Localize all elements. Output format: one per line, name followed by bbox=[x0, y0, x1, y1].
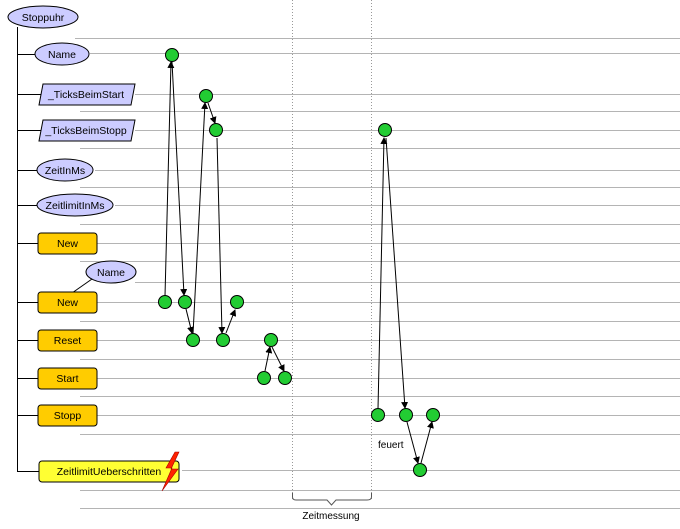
method-stopp[interactable]: Stopp bbox=[37, 404, 98, 427]
method-new-label: New bbox=[57, 238, 78, 250]
arrow bbox=[385, 137, 409, 409]
event-zeitlimit-ueberschritten-label: ZeitlimitUeberschritten bbox=[57, 466, 162, 478]
flow-node bbox=[158, 295, 172, 309]
arrow bbox=[377, 137, 388, 410]
tree-connectors bbox=[17, 27, 93, 472]
arrow bbox=[207, 102, 217, 124]
arrow bbox=[271, 346, 285, 372]
flow-node bbox=[426, 408, 440, 422]
method-new-with-name[interactable]: New bbox=[37, 291, 98, 314]
field-ticks-beim-start-label: _TicksBeimStart bbox=[47, 89, 124, 101]
arrow bbox=[185, 308, 194, 334]
property-zeitlimit-in-ms[interactable]: ZeitlimitInMs bbox=[36, 193, 114, 217]
feuert-label: feuert bbox=[378, 440, 404, 451]
lightning-icon bbox=[161, 451, 180, 492]
flow-node bbox=[209, 123, 223, 137]
class-stoppuhr-label: Stoppuhr bbox=[22, 12, 65, 24]
parameter-name[interactable]: Name bbox=[85, 260, 137, 284]
field-ticks-beim-stopp[interactable]: _TicksBeimStopp bbox=[38, 119, 136, 142]
method-new-with-name-label: New bbox=[57, 297, 78, 309]
flow-node bbox=[413, 463, 427, 477]
arrow bbox=[216, 137, 226, 334]
flow-node bbox=[378, 123, 392, 137]
flow-node bbox=[278, 371, 292, 385]
property-zeitlimit-in-ms-label: ZeitlimitInMs bbox=[46, 200, 105, 212]
arrow bbox=[264, 346, 273, 372]
zeitmessung-boundaries bbox=[292, 0, 372, 500]
property-name-label: Name bbox=[48, 49, 76, 61]
zeitmessung-brace bbox=[292, 493, 372, 506]
property-zeit-in-ms-label: ZeitInMs bbox=[45, 165, 85, 177]
class-stoppuhr[interactable]: Stoppuhr bbox=[7, 5, 79, 29]
zeitmessung-label: Zeitmessung bbox=[302, 511, 359, 522]
flow-node bbox=[186, 333, 200, 347]
method-reset[interactable]: Reset bbox=[37, 329, 98, 352]
lane-lines bbox=[75, 38, 680, 509]
flow-node bbox=[199, 89, 213, 103]
property-name[interactable]: Name bbox=[34, 42, 90, 66]
arrow bbox=[225, 309, 237, 334]
call-arrows bbox=[164, 61, 434, 464]
flow-node bbox=[178, 295, 192, 309]
method-new[interactable]: New bbox=[37, 232, 98, 255]
flow-node bbox=[216, 333, 230, 347]
arrow bbox=[420, 421, 434, 464]
field-ticks-beim-stopp-label: _TicksBeimStopp bbox=[44, 125, 126, 137]
property-zeit-in-ms[interactable]: ZeitInMs bbox=[36, 158, 94, 182]
flow-node bbox=[230, 295, 244, 309]
method-start[interactable]: Start bbox=[37, 367, 98, 390]
flow-node bbox=[264, 333, 278, 347]
arrow bbox=[406, 421, 420, 464]
method-start-label: Start bbox=[56, 373, 78, 385]
flow-node bbox=[165, 48, 179, 62]
flow-node bbox=[371, 408, 385, 422]
arrow bbox=[164, 61, 175, 297]
flow-nodes bbox=[158, 48, 440, 477]
flow-node bbox=[399, 408, 413, 422]
arrow bbox=[192, 102, 209, 335]
field-ticks-beim-start[interactable]: _TicksBeimStart bbox=[38, 83, 136, 106]
method-stopp-label: Stopp bbox=[54, 410, 82, 422]
flow-node bbox=[257, 371, 271, 385]
method-reset-label: Reset bbox=[54, 335, 82, 347]
arrow bbox=[171, 61, 188, 296]
parameter-name-label: Name bbox=[97, 267, 125, 279]
event-zeitlimit-ueberschritten[interactable]: ZeitlimitUeberschritten bbox=[38, 460, 180, 483]
